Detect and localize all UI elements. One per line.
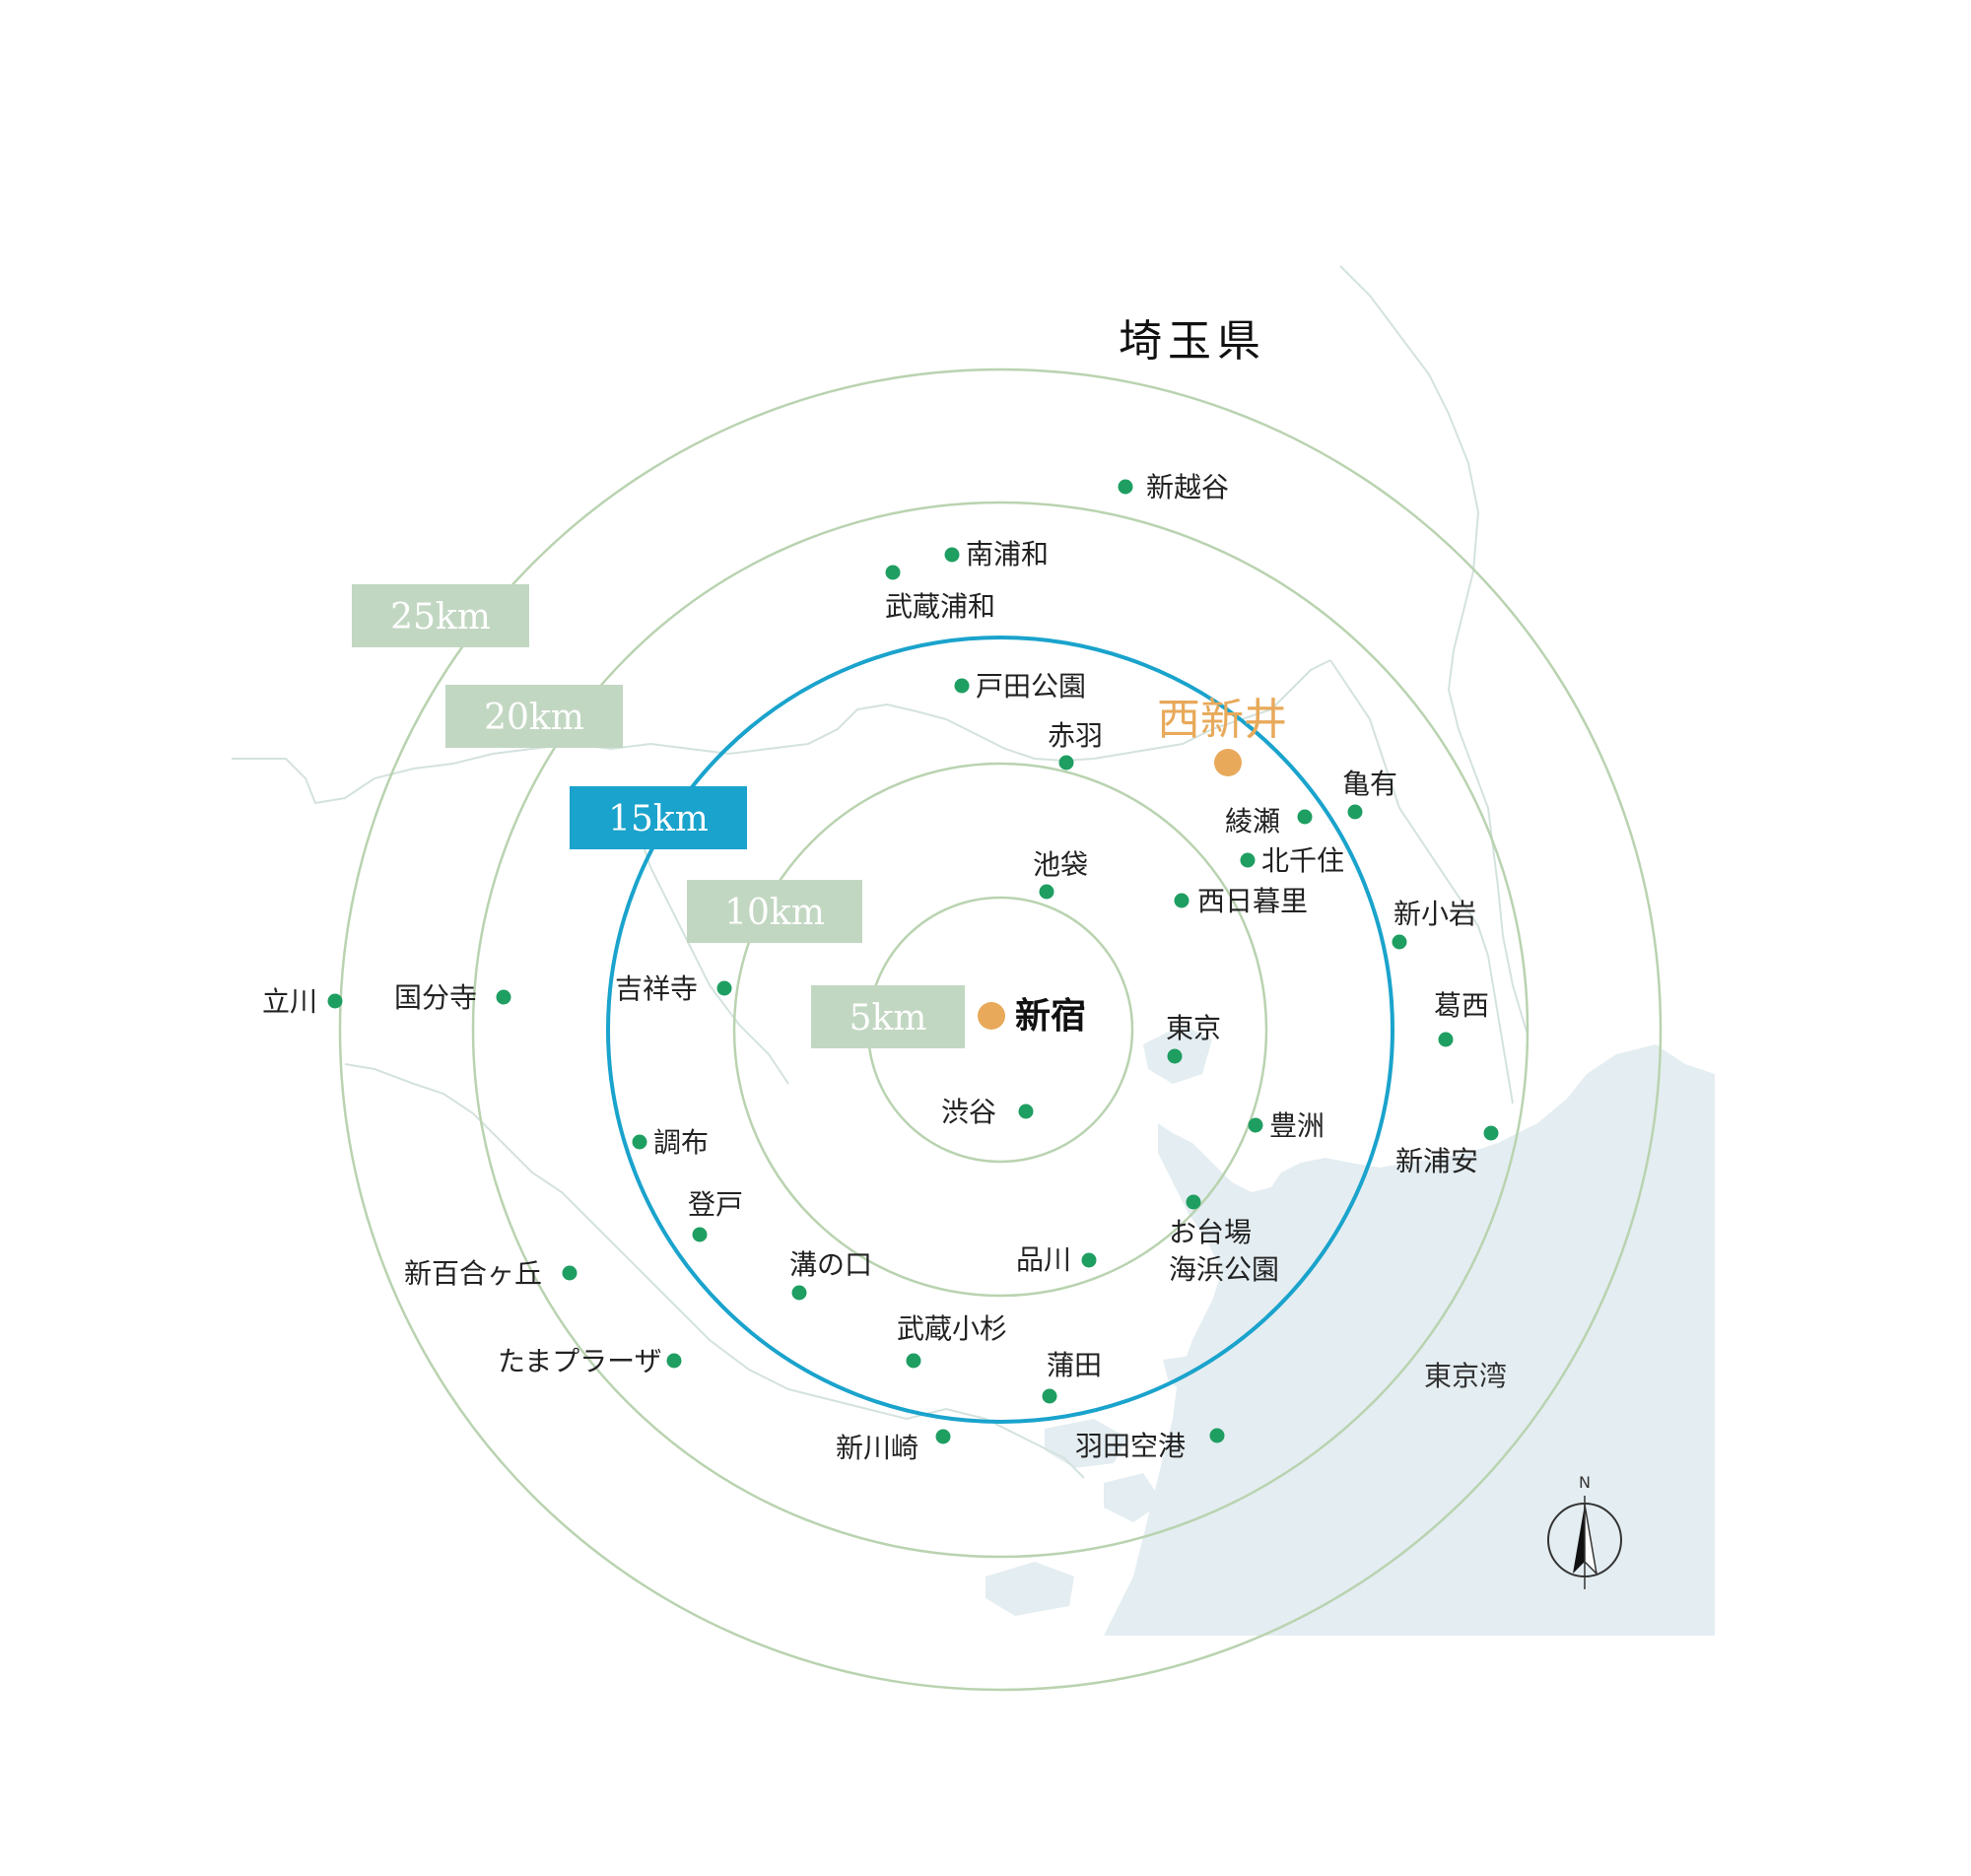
station-dot-6 — [1297, 809, 1313, 825]
station-label-4: 赤羽 — [1048, 719, 1103, 752]
station-label-0: 新越谷 — [1146, 471, 1229, 503]
station-label-26: 武蔵小杉 — [897, 1312, 1007, 1345]
distance-labels: 5km 10km 15km 20km 25km — [352, 584, 965, 1048]
ring-15km — [606, 636, 1394, 1424]
compass-icon: N — [1547, 1473, 1622, 1589]
bay-label: 東京湾 — [1424, 1360, 1507, 1392]
prefecture-label: 埼玉県 — [1119, 316, 1266, 367]
station-dot-13 — [716, 980, 732, 996]
distance-box-20km — [445, 685, 623, 748]
station-dot-0 — [1118, 479, 1133, 495]
station-dot-26 — [906, 1353, 921, 1369]
station-label-20: 登戸 — [688, 1188, 743, 1221]
distance-label-15km: 15km — [608, 799, 709, 839]
station-dot-28 — [1042, 1388, 1057, 1404]
prefecture-border-lines — [232, 265, 1529, 1479]
ring-20km — [471, 501, 1529, 1559]
station-dot-23 — [562, 1265, 578, 1281]
station-dot-7 — [1240, 852, 1256, 868]
station-dot-11 — [327, 993, 343, 1009]
center-label: 新宿 — [1015, 995, 1086, 1037]
station-label-11: 立川 — [262, 985, 317, 1018]
station-label-5: 亀有 — [1342, 768, 1397, 800]
distance-box-10km — [687, 880, 862, 943]
station-label-16: 渋谷 — [941, 1096, 996, 1128]
station-label-24: 品川 — [1016, 1243, 1071, 1276]
distance-box-5km — [811, 985, 965, 1048]
distance-label-5km: 5km — [850, 998, 927, 1038]
station-label-23: 新百合ヶ丘 — [404, 1257, 542, 1290]
station-label-3: 戸田公園 — [976, 670, 1086, 703]
tokyo-bay-water — [986, 1025, 1715, 1636]
station-label-12: 国分寺 — [394, 981, 477, 1014]
north-label: N — [1579, 1473, 1591, 1492]
station-label-21: お台場 — [1169, 1216, 1252, 1248]
station-label-2: 武蔵浦和 — [885, 590, 995, 623]
station-dot-1 — [944, 547, 960, 563]
station-dot-2 — [885, 565, 901, 580]
station-dot-19 — [1483, 1125, 1499, 1141]
station-dot-3 — [954, 678, 970, 694]
station-dot-24 — [1081, 1252, 1097, 1268]
station-dot-25 — [791, 1285, 807, 1301]
station-dot-12 — [496, 989, 511, 1005]
station-label-1: 南浦和 — [966, 538, 1049, 570]
distance-label-10km: 10km — [724, 893, 825, 933]
station-label-18: 調布 — [653, 1126, 709, 1159]
station-dot-8 — [1039, 884, 1054, 900]
station-dot-15 — [1438, 1032, 1454, 1047]
station-label-7: 北千住 — [1261, 844, 1344, 877]
station-dot-10 — [1392, 934, 1407, 950]
station-label-10: 新小岩 — [1393, 898, 1476, 930]
distance-box-15km — [570, 786, 747, 849]
distance-box-25km — [352, 584, 529, 647]
station-dot-4 — [1058, 755, 1074, 770]
station-dot-17 — [1248, 1117, 1263, 1133]
station-label-8: 池袋 — [1033, 848, 1088, 881]
station-label-22: 海浜公園 — [1169, 1253, 1279, 1286]
station-dot-14 — [1167, 1048, 1183, 1064]
station-label-15: 葛西 — [1434, 989, 1489, 1022]
station-dot-21 — [1186, 1194, 1201, 1210]
station-dot-5 — [1347, 804, 1363, 820]
station-dot-20 — [692, 1227, 708, 1242]
station-dot-29 — [935, 1429, 951, 1444]
target-label: 西新井 — [1157, 695, 1287, 745]
ring-25km — [338, 368, 1663, 1692]
station-label-6: 綾瀬 — [1225, 805, 1280, 838]
station-label-30: 羽田空港 — [1075, 1430, 1186, 1462]
station-label-27: たまプラーザ — [498, 1345, 662, 1377]
distance-label-20km: 20km — [484, 698, 584, 738]
station-label-9: 西日暮里 — [1197, 885, 1308, 917]
station-label-13: 吉祥寺 — [615, 972, 698, 1005]
station-label-14: 東京 — [1166, 1012, 1221, 1044]
station-dot-18 — [632, 1134, 647, 1150]
station-label-17: 豊洲 — [1269, 1109, 1325, 1142]
ring-10km — [732, 762, 1268, 1298]
distance-label-25km: 25km — [390, 597, 491, 637]
station-label-19: 新浦安 — [1395, 1145, 1478, 1177]
station-label-29: 新川崎 — [836, 1432, 918, 1464]
station-dot-16 — [1018, 1104, 1034, 1119]
station-dot-9 — [1174, 893, 1189, 908]
target-dot — [1214, 749, 1242, 776]
center-dot — [978, 1002, 1005, 1030]
station-label-28: 蒲田 — [1047, 1349, 1102, 1381]
station-dot-27 — [666, 1353, 682, 1369]
station-label-25: 溝の口 — [789, 1248, 872, 1281]
station-dot-30 — [1209, 1428, 1225, 1443]
